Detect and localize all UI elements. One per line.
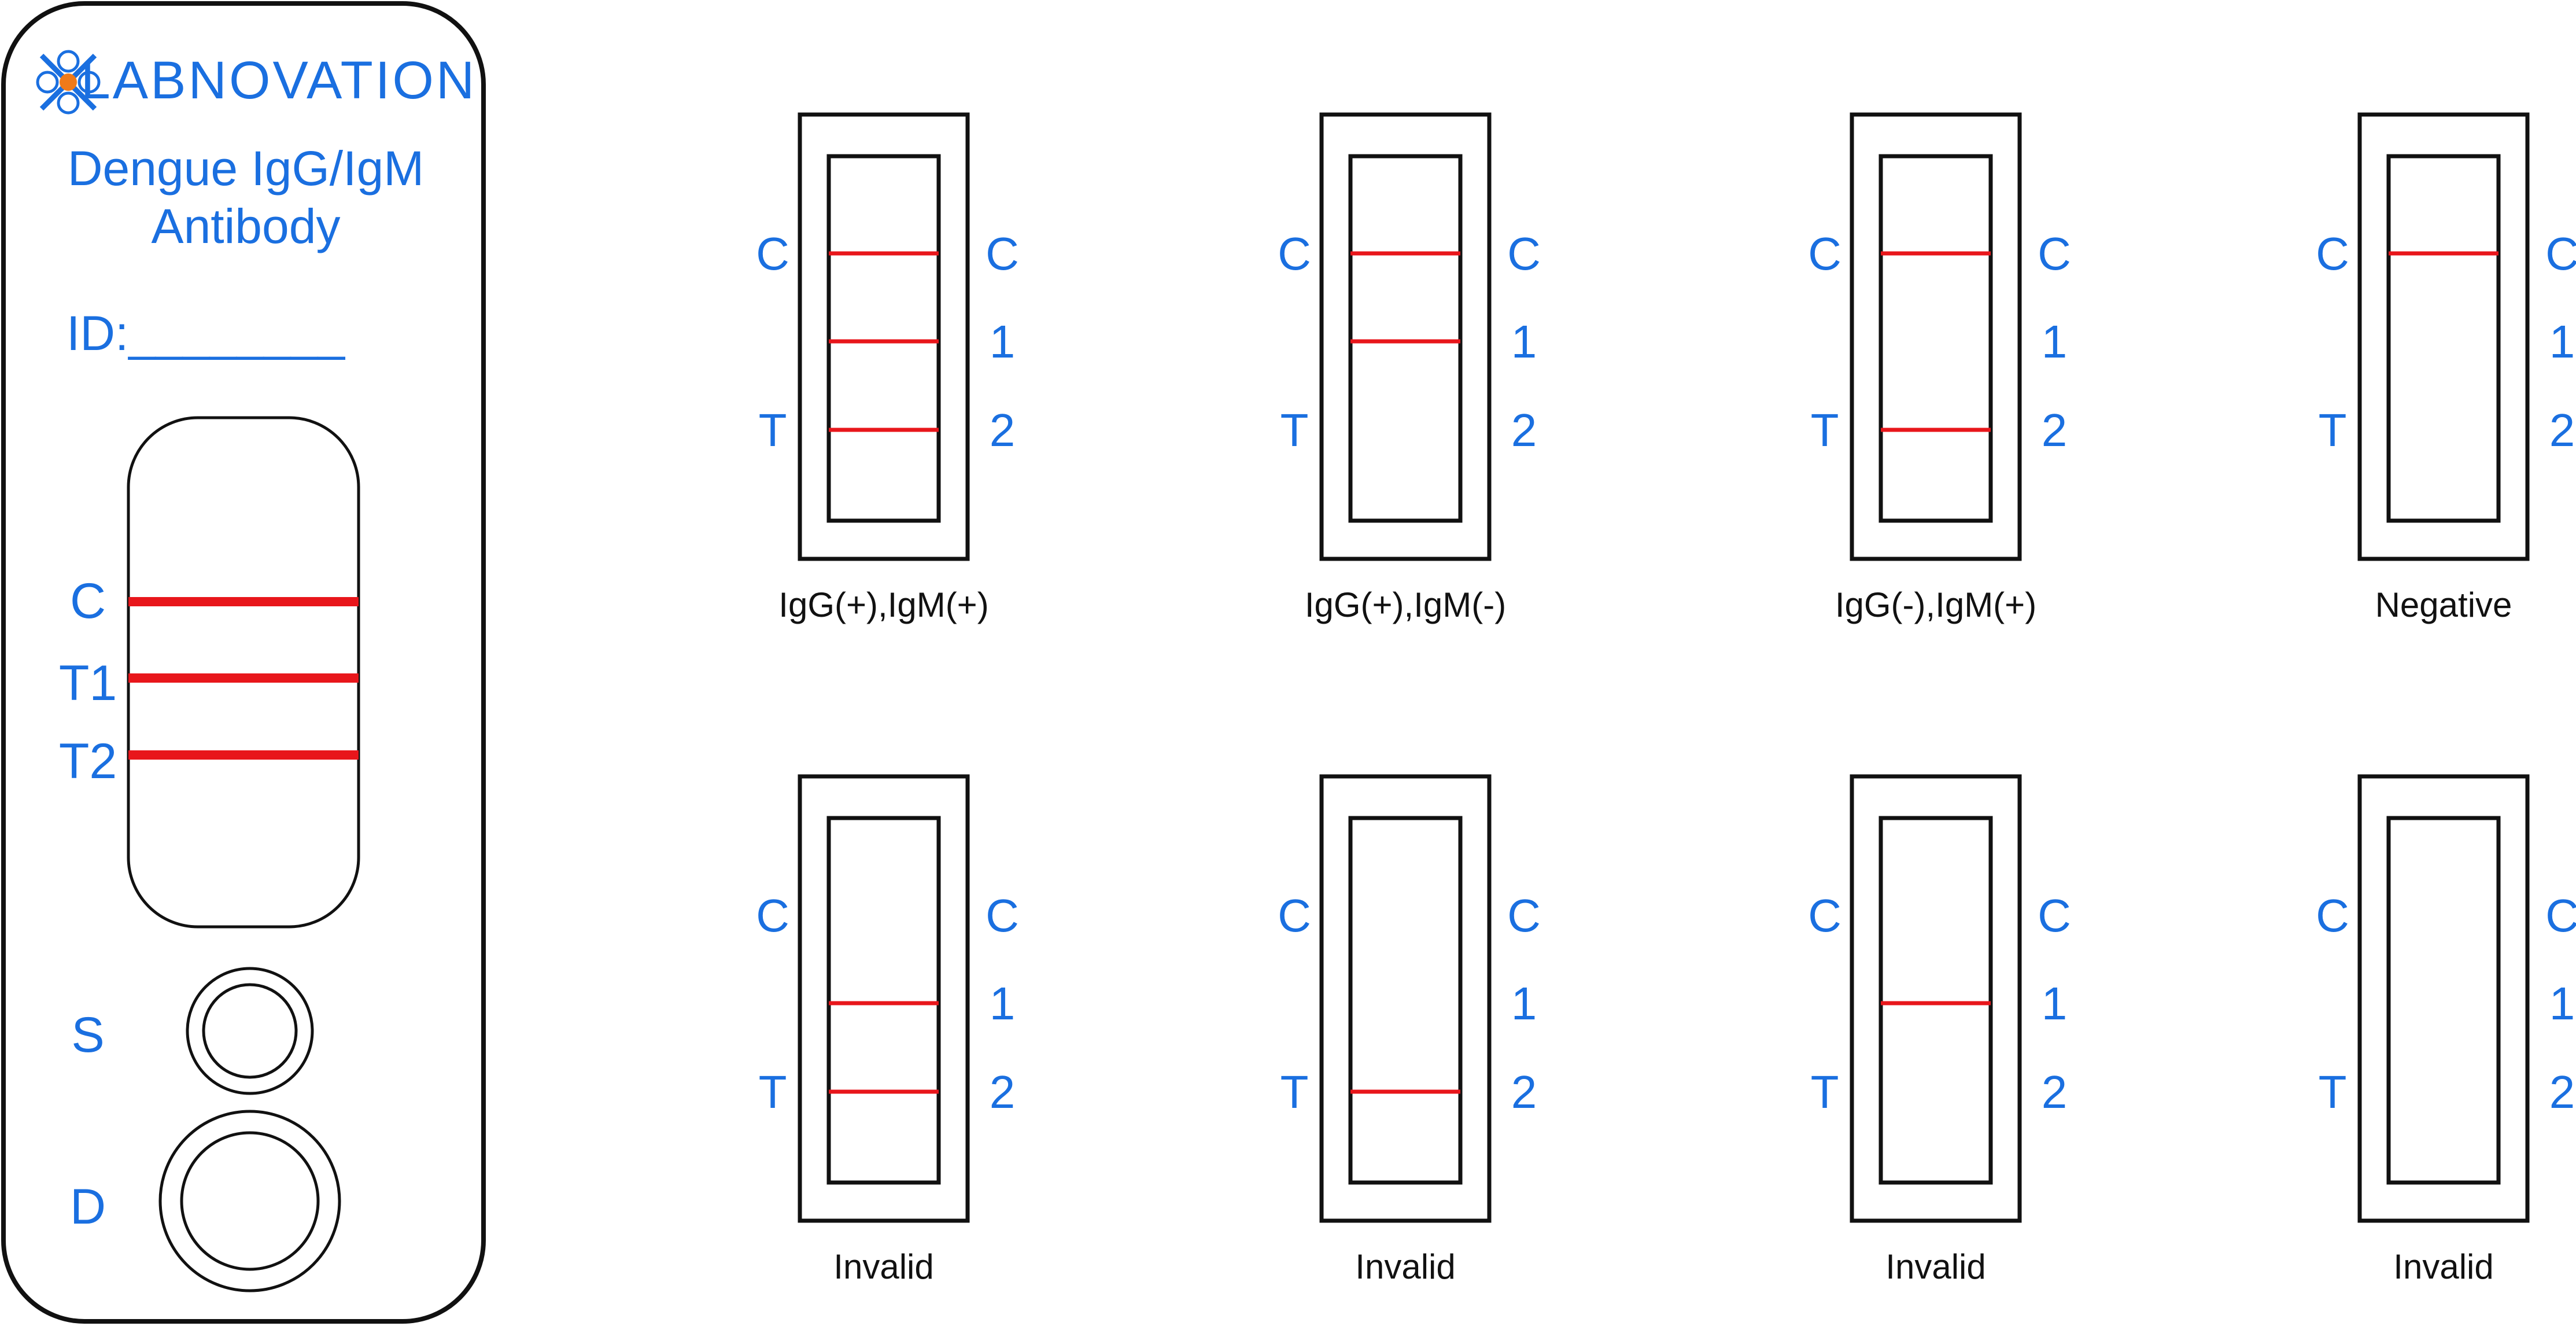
strip-outer-frame (798, 112, 970, 561)
strip-label-right-2: 2 (990, 1066, 1016, 1118)
strip-label-right-c: C (2038, 228, 2071, 279)
strip-label-right-1: 1 (1511, 316, 1537, 367)
strip-label-right-c: C (986, 228, 1019, 279)
strip-label-left-t: T (1811, 404, 1839, 456)
strip-label-right-c: C (2545, 890, 2576, 941)
strip-label-left-c: C (756, 228, 789, 279)
result-caption: Invalid (1355, 1247, 1455, 1286)
result-caption: Invalid (833, 1247, 933, 1286)
sample-well-outer (186, 967, 314, 1095)
strip-label-right-1: 1 (990, 978, 1016, 1029)
strip-label-right-c: C (2545, 228, 2576, 279)
strip-label-right-c: C (1507, 228, 1541, 279)
strip-label-left-t: T (2319, 404, 2347, 456)
result-caption: IgG(+),IgM(+) (778, 585, 988, 624)
strip-outer-frame (2357, 774, 2530, 1223)
window-label-c: C (70, 573, 106, 629)
strip-label-right-c: C (1507, 890, 1541, 941)
labnovation-logo-icon (36, 50, 101, 115)
diluent-well-outer (158, 1110, 341, 1292)
sample-well-inner (202, 983, 298, 1079)
strip-inner-window (1348, 154, 1463, 523)
window-label-t2: T2 (59, 734, 117, 789)
strip-label-left-t: T (1811, 1066, 1839, 1118)
strip-inner-window (1879, 154, 1993, 523)
strip-label-right-2: 2 (2549, 1066, 2575, 1118)
cassette-title-line1: Dengue IgG/IgM (68, 141, 424, 196)
well-label-s: S (71, 1007, 104, 1063)
strip-label-left-c: C (2316, 228, 2349, 279)
strip-label-left-t: T (759, 1066, 787, 1118)
strip-label-right-1: 1 (2042, 978, 2068, 1029)
strip-label-right-2: 2 (990, 404, 1016, 456)
strip-label-right-1: 1 (2549, 316, 2575, 367)
strip-label-right-2: 2 (1511, 404, 1537, 456)
window-label-t1: T1 (59, 655, 117, 711)
strip-label-right-2: 2 (2549, 404, 2575, 456)
strip-inner-window (2386, 816, 2501, 1185)
result-caption: Invalid (2393, 1247, 2493, 1286)
strip-label-right-1: 1 (2042, 316, 2068, 367)
strip-label-right-2: 2 (2042, 404, 2068, 456)
strip-label-left-t: T (1280, 404, 1309, 456)
strip-label-right-1: 1 (990, 316, 1016, 367)
diluent-well-inner (180, 1131, 320, 1271)
strip-inner-window (1879, 816, 1993, 1185)
result-caption: IgG(-),IgM(+) (1835, 585, 2036, 624)
strip-outer-frame (1850, 112, 2022, 561)
strip-label-left-c: C (2316, 890, 2349, 941)
strip-label-right-2: 2 (1511, 1066, 1537, 1118)
result-caption: Negative (2375, 585, 2512, 624)
strip-label-left-t: T (1280, 1066, 1309, 1118)
cassette-body (1, 1, 486, 1324)
strip-outer-frame (1319, 774, 1492, 1223)
strip-inner-window (826, 816, 941, 1185)
strip-label-right-1: 1 (2549, 978, 2575, 1029)
well-label-d: D (70, 1179, 106, 1235)
strip-label-left-c: C (756, 890, 789, 941)
strip-label-right-1: 1 (1511, 978, 1537, 1029)
strip-outer-frame (1850, 774, 2022, 1223)
result-window (127, 416, 360, 929)
strip-outer-frame (1319, 112, 1492, 561)
strip-inner-window (826, 154, 941, 523)
strip-inner-window (2386, 154, 2501, 523)
result-strips: CTC12IgG(+),IgM(+)CTC12IgG(+),IgM(-)CTC1… (756, 112, 2576, 1286)
strip-inner-window (1348, 816, 1463, 1185)
strip-label-left-c: C (1278, 890, 1311, 941)
strip-label-left-c: C (1278, 228, 1311, 279)
strip-label-left-t: T (759, 404, 787, 456)
strip-label-left-c: C (1808, 228, 1841, 279)
result-caption: IgG(+),IgM(-) (1305, 585, 1506, 624)
result-caption: Invalid (1885, 1247, 1985, 1286)
brand-name: LABNOVATION (81, 51, 477, 110)
id-field-label: ID:________ (67, 306, 345, 360)
strip-label-right-c: C (986, 890, 1019, 941)
cassette-title-line2: Antibody (152, 199, 341, 253)
strip-label-right-c: C (2038, 890, 2071, 941)
strip-outer-frame (2357, 112, 2530, 561)
strip-label-left-c: C (1808, 890, 1841, 941)
strip-label-left-t: T (2319, 1066, 2347, 1118)
strip-label-right-2: 2 (2042, 1066, 2068, 1118)
test-cassette: LABNOVATION Dengue IgG/IgM Antibody ID:_… (1, 1, 486, 1324)
strip-outer-frame (798, 774, 970, 1223)
